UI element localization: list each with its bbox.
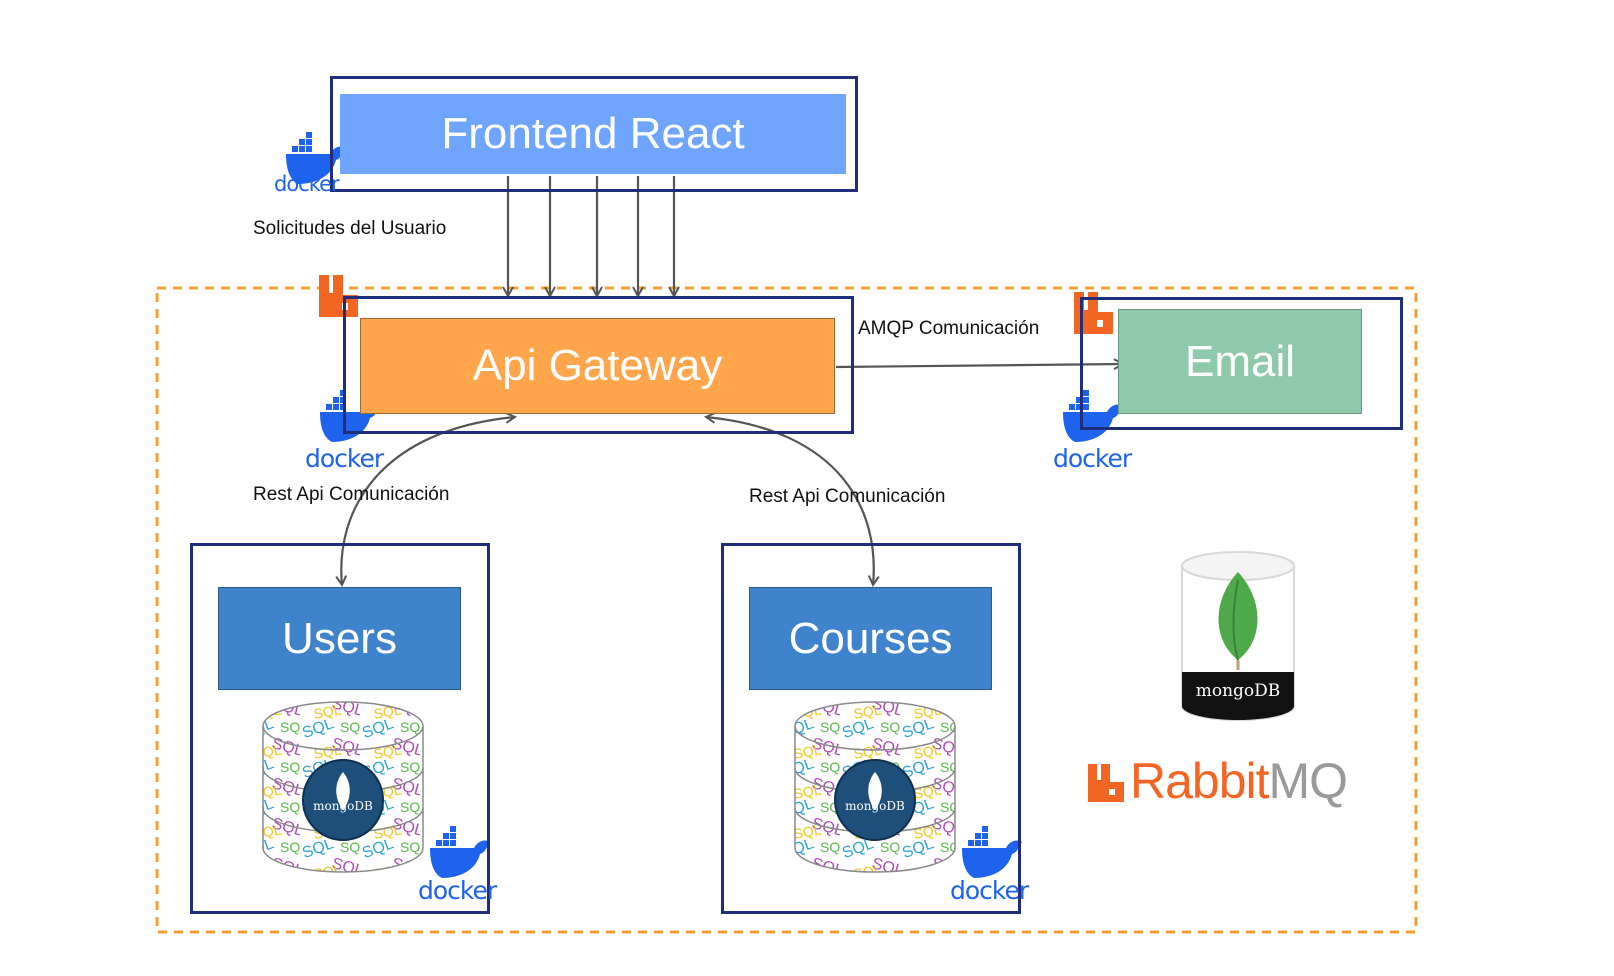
mongodb-label-users: mongoDB [313, 799, 373, 813]
system-boundary [155, 286, 1418, 934]
docker-logo-email: docker [1053, 444, 1132, 473]
rabbitmq-icon-gateway [319, 275, 358, 317]
email-node: Email [1118, 309, 1362, 414]
mongodb-logo [1181, 551, 1295, 721]
users-container [190, 543, 490, 914]
frontend-container [330, 76, 858, 192]
docker-whale-email [1063, 390, 1123, 442]
users-database-icon [262, 701, 424, 873]
label-rest-courses: Rest Api Comunicación [749, 486, 946, 507]
rabbitmq-wordmark-rabbit: Rabbit [1130, 753, 1270, 809]
docker-whale-courses [962, 826, 1022, 878]
docker-logo-courses: docker [950, 876, 1029, 905]
gateway-container [343, 296, 854, 434]
rabbitmq-logo-mark [1088, 764, 1124, 802]
mongodb-label-courses: mongoDB [845, 799, 905, 813]
user-request-arrows [508, 176, 674, 296]
docker-whale-users [430, 826, 490, 878]
docker-logo-gateway: docker [305, 444, 384, 473]
courses-container [721, 543, 1021, 914]
amqp-arrow [835, 364, 1123, 367]
users-node: Users [218, 587, 461, 690]
rabbitmq-wordmark-mq: MQ [1268, 753, 1349, 809]
rest-arrow-users [341, 417, 515, 585]
email-container [1080, 297, 1403, 430]
gateway-node: Api Gateway [360, 318, 835, 414]
mongodb-logo-label: mongoDB [1195, 681, 1281, 701]
docker-logo-frontend: docker [274, 172, 340, 196]
frontend-node: Frontend React [340, 94, 846, 174]
courses-database-icon [794, 701, 956, 873]
docker-logo-users: docker [418, 876, 497, 905]
courses-node: Courses [749, 587, 992, 690]
label-user-requests: Solicitudes del Usuario [253, 218, 447, 239]
rest-arrow-courses [706, 417, 874, 585]
label-amqp: AMQP Comunicación [858, 318, 1040, 339]
rabbitmq-wordmark: RabbitMQ [1130, 752, 1349, 810]
label-rest-users: Rest Api Comunicación [253, 484, 450, 505]
